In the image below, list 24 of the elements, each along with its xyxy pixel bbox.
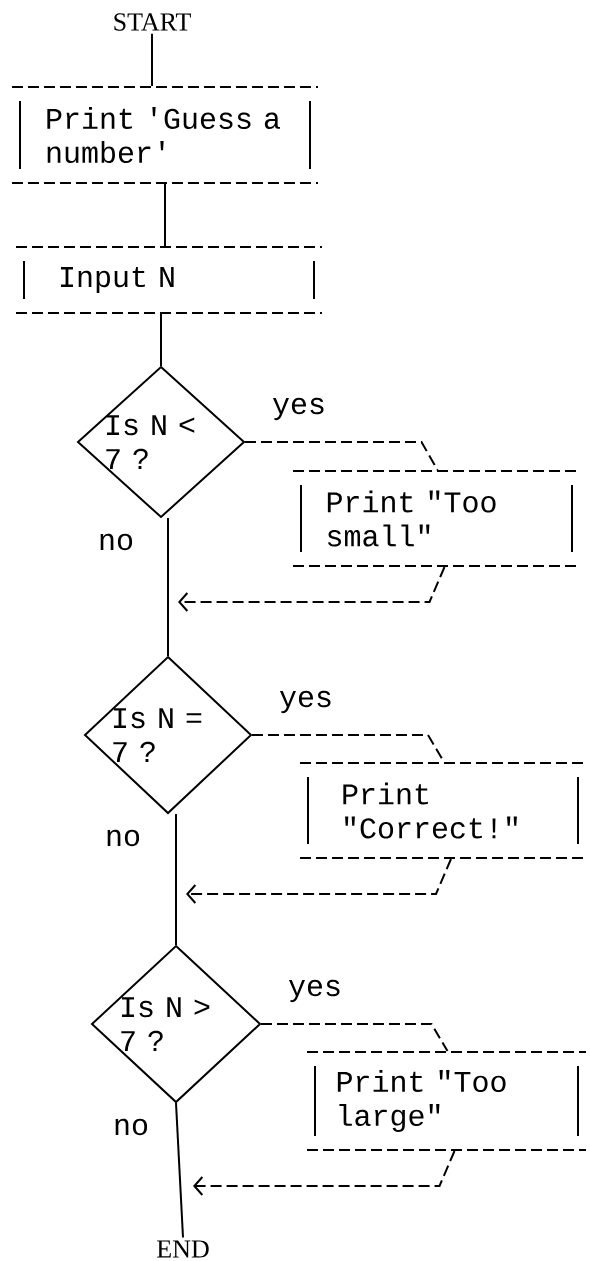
process-box: Print "Too small" <box>292 470 581 567</box>
connector-line <box>151 32 153 87</box>
connector-line <box>175 813 177 946</box>
connector-line <box>164 183 166 247</box>
edge-label: yes <box>287 978 343 1004</box>
edge-label: yes <box>278 689 334 715</box>
edge-label: yes <box>271 396 327 422</box>
connector-line <box>167 517 169 657</box>
edge-label: no <box>112 1117 150 1137</box>
terminal-label: START <box>114 13 191 31</box>
process-box: Print 'Guess a number' <box>11 86 319 184</box>
branch-line <box>260 1023 449 1052</box>
terminal-label: END <box>157 1240 209 1258</box>
process-box: Print "Correct!" <box>299 762 587 859</box>
process-box: Input N <box>15 246 323 314</box>
branch-line <box>244 441 439 471</box>
edge-label: no <box>97 532 135 552</box>
connector-line <box>160 313 162 367</box>
return-arrow <box>193 1150 456 1196</box>
return-arrow <box>178 566 446 612</box>
edge-label: no <box>104 828 142 848</box>
process-box: Print "Too large" <box>306 1051 587 1151</box>
connector-line <box>175 1102 184 1239</box>
return-arrow <box>186 858 452 904</box>
